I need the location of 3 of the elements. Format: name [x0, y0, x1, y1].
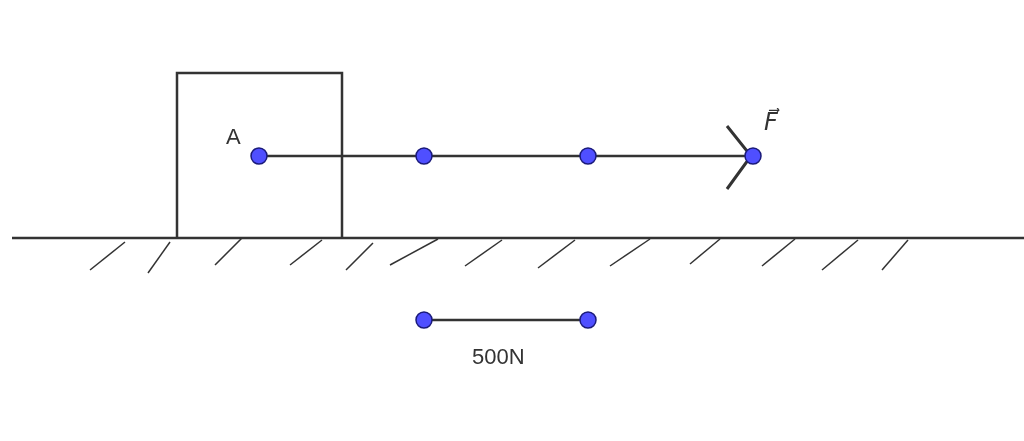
scale-label: 500N — [472, 346, 525, 368]
force-label: F⃗ — [764, 110, 778, 134]
point-label: A — [226, 126, 241, 148]
